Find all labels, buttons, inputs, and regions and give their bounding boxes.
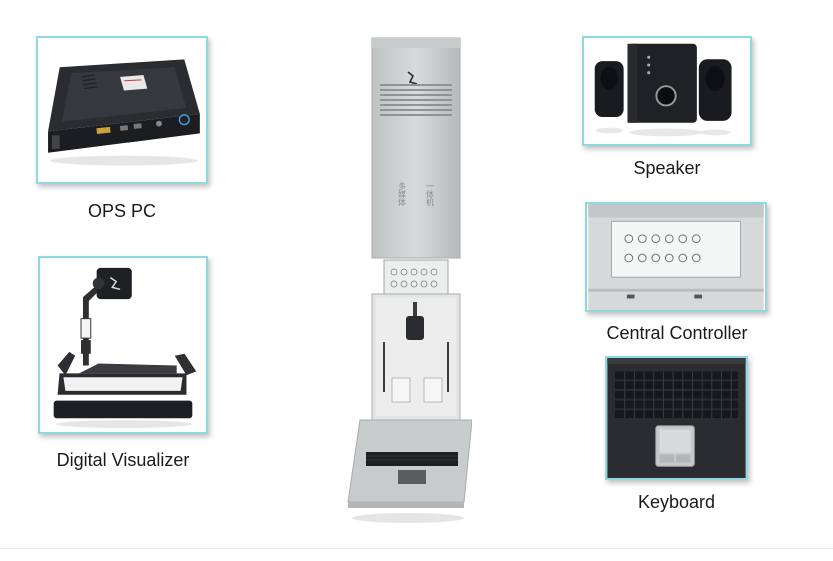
central-controller-caption: Central Controller [606, 323, 748, 343]
kiosk-panel-text-right: 一体机 [426, 182, 435, 207]
central-controller-image [585, 202, 767, 312]
digital-visualizer-image [38, 256, 208, 434]
digital-visualizer-caption: Digital Visualizer [56, 450, 190, 470]
kiosk-panel-text-left: 多媒体 [398, 181, 407, 207]
keyboard-caption: Keyboard [637, 492, 716, 512]
document-camera-icon [40, 258, 206, 432]
podium-kiosk-icon: 多媒体 一体机 [347, 37, 472, 523]
speaker-caption: Speaker [633, 158, 701, 178]
ops-pc-caption: OPS PC [87, 201, 157, 221]
kiosk-podium-image: 多媒体 一体机 [340, 32, 472, 532]
keyboard-touchpad-icon [607, 358, 746, 478]
speaker-image [582, 36, 752, 146]
control-panel-icon [588, 204, 764, 310]
mini-pc-icon [38, 38, 206, 182]
ops-pc-image [36, 36, 208, 184]
speaker-set-icon [585, 38, 749, 144]
bottom-divider [0, 548, 833, 549]
keyboard-image [605, 356, 748, 480]
